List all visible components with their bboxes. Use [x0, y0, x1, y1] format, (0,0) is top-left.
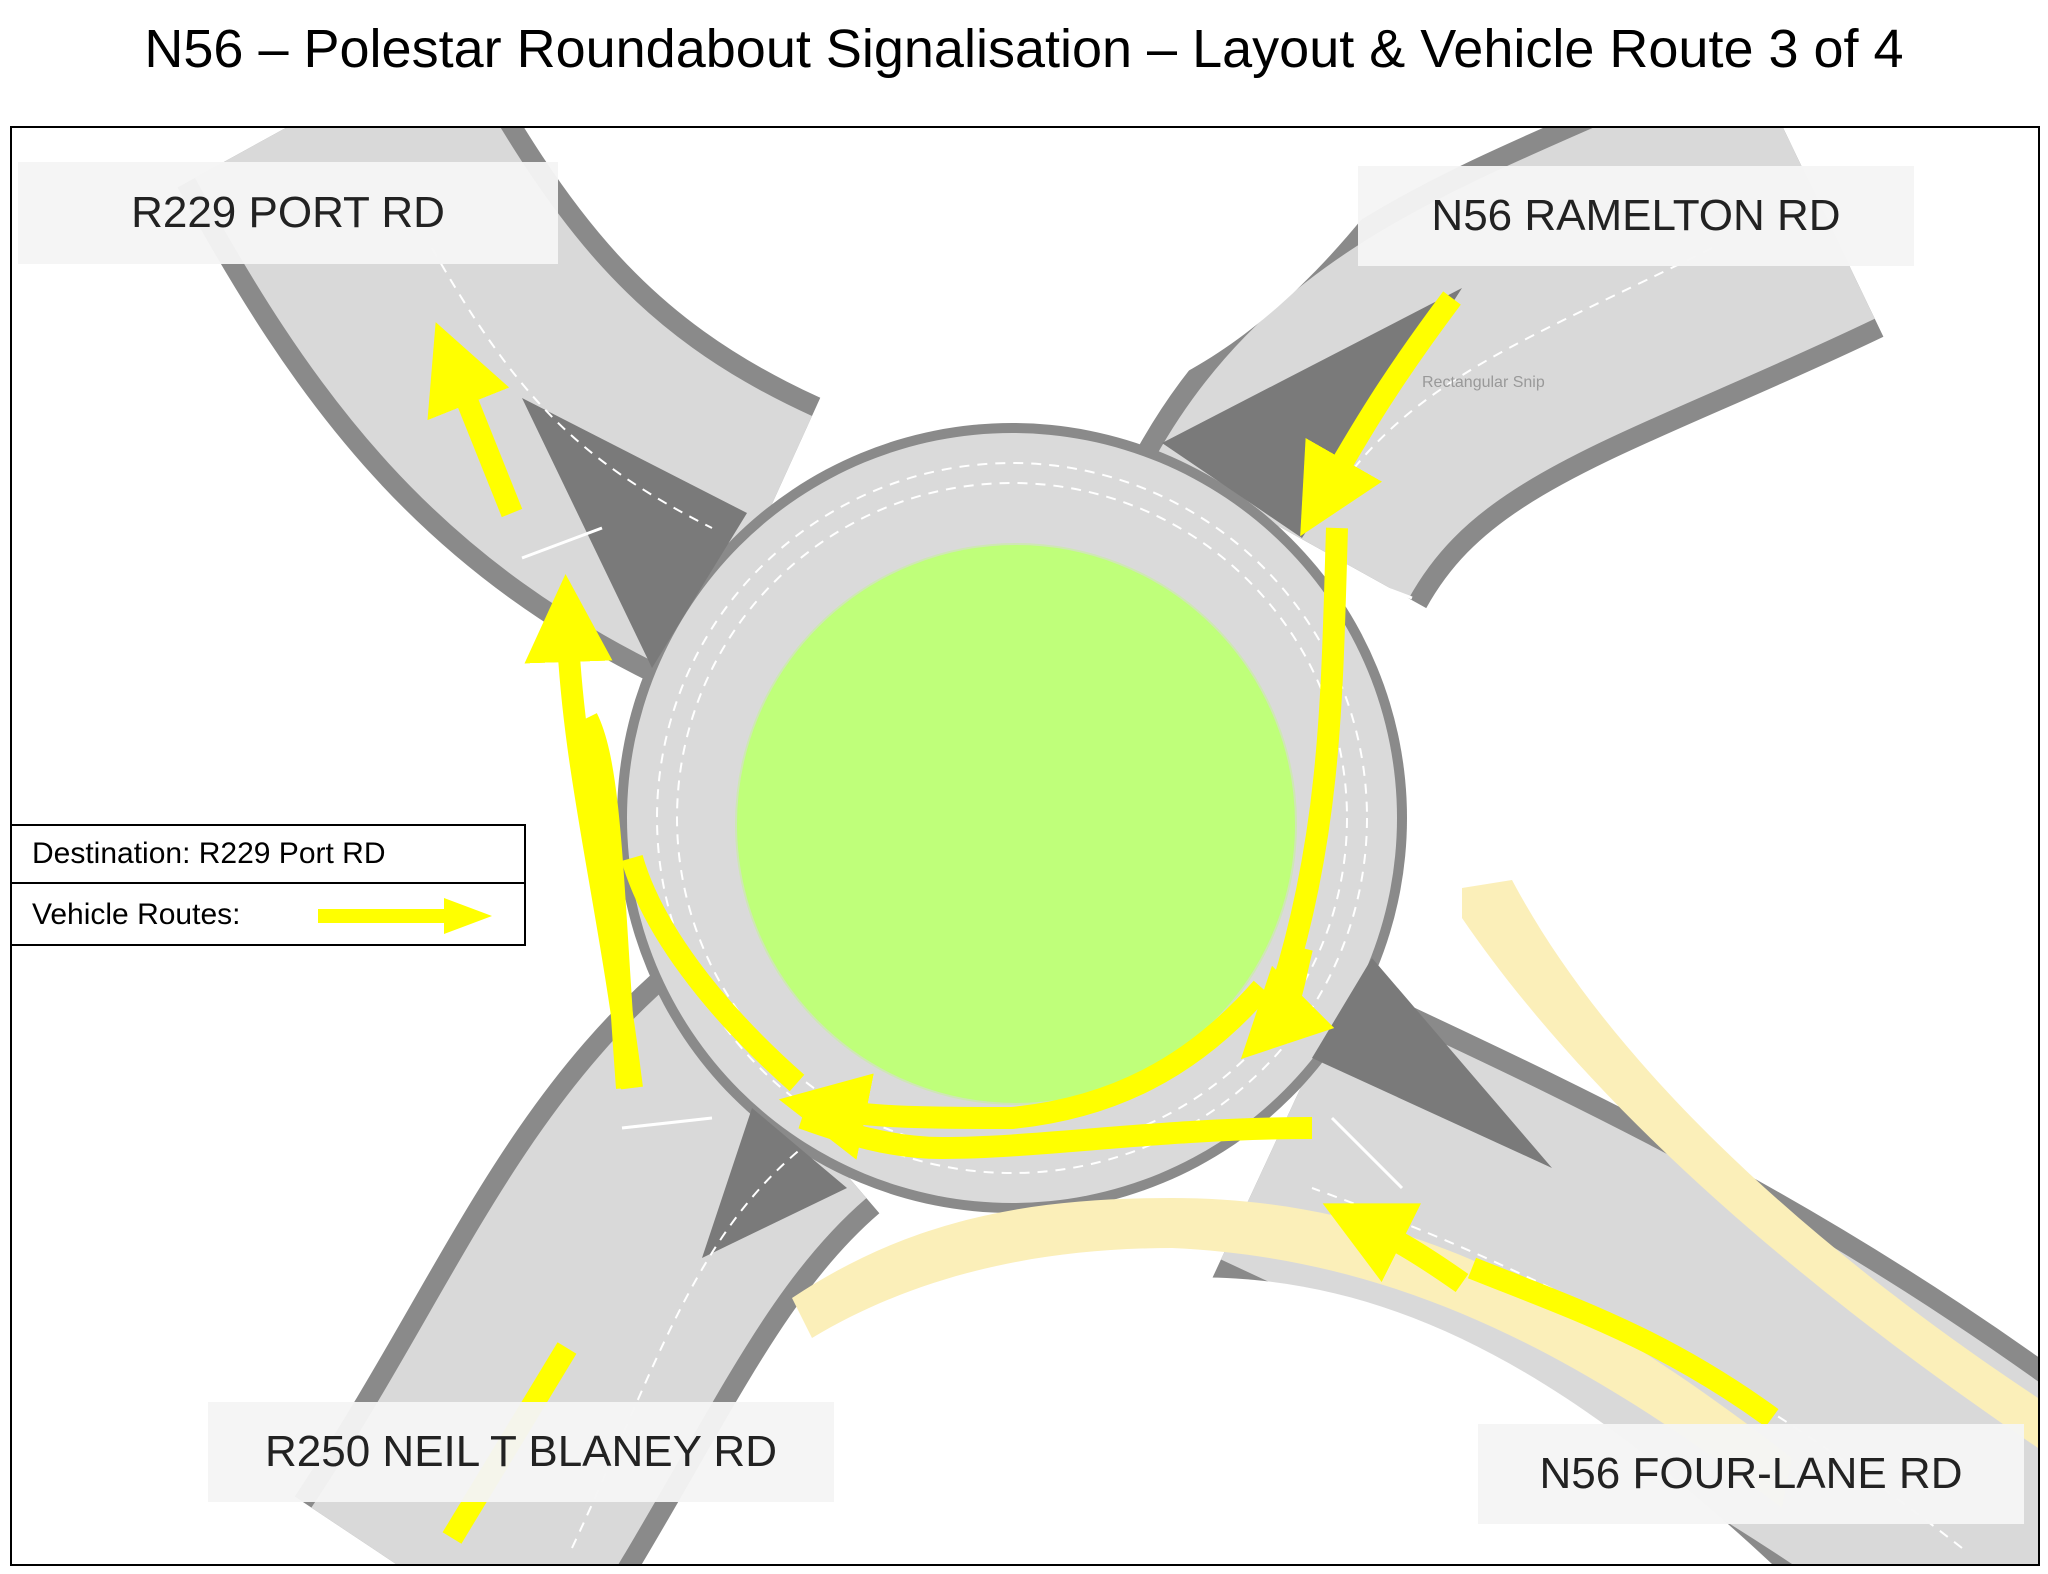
stop-lines [521, 526, 1413, 1190]
roundabout-layout-drawing [12, 128, 2038, 1564]
splitter-island-nw [522, 398, 747, 668]
footpaths [792, 880, 2038, 1508]
legend-vehicle-routes-label: Vehicle Routes: [32, 898, 241, 931]
splitter-islands [522, 288, 1552, 1258]
road-label-r229-port-rd: R229 PORT RD [18, 162, 558, 264]
legend-vehicle-routes-row: Vehicle Routes: [12, 886, 524, 944]
rectangular-snip-text: Rectangular Snip [1422, 374, 1545, 391]
splitter-island-ne [1162, 288, 1462, 538]
route-east-down [1271, 527, 1348, 992]
route-east-down-inner [1240, 945, 1335, 1060]
page-title: N56 – Polestar Roundabout Signalisation … [144, 19, 1904, 79]
route-south-inner [778, 980, 1271, 1160]
roundabout-map: R229 PORT RD N56 RAMELTON RD R250 NEIL T… [10, 126, 2040, 1566]
verge-east [1432, 388, 2038, 1308]
legend: Destination: R229 Port RD Vehicle Routes… [10, 824, 526, 946]
verge-west [12, 458, 532, 1564]
route-nw-exit [427, 322, 523, 518]
route-west-inner [577, 713, 638, 1089]
road-label-r250-neil-t-blaney-rd: R250 NEIL T BLANEY RD [208, 1402, 834, 1502]
route-south-outer [798, 1107, 1313, 1160]
central-island [735, 543, 1297, 1105]
road-label-n56-ramelton-rd: N56 RAMELTON RD [1358, 166, 1914, 266]
splitter-island-sw [702, 1108, 847, 1258]
splitter-island-se [1312, 958, 1552, 1168]
footpath-south [792, 1198, 1792, 1508]
route-se-entry [1322, 1203, 1469, 1293]
vehicle-routes [427, 291, 1779, 1544]
legend-destination: Destination: R229 Port RD [12, 826, 524, 884]
road-label-n56-four-lane-rd: N56 FOUR-LANE RD [1478, 1424, 2024, 1524]
route-ne-entry [1300, 291, 1461, 537]
route-arrow-icon [318, 898, 492, 934]
verges [12, 128, 2038, 1564]
route-circulating-left [621, 854, 805, 1092]
footpath-east [1462, 880, 2038, 1448]
verge-north [661, 128, 1429, 418]
route-se-lane [1467, 1257, 1779, 1427]
